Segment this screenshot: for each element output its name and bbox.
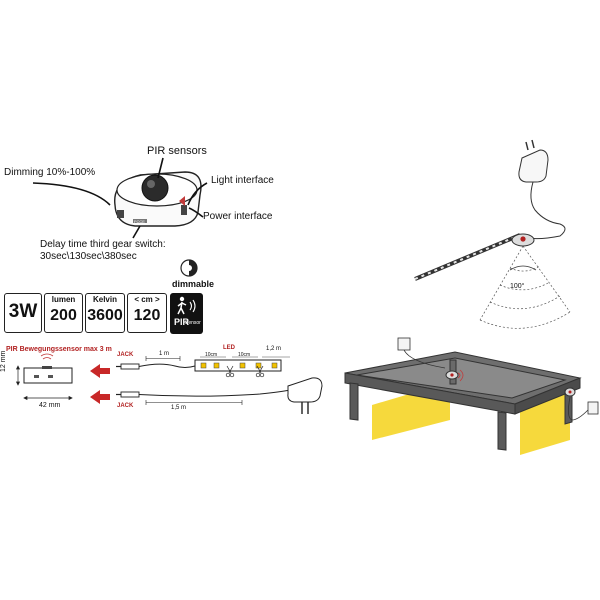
spec-length-label: < cm > (134, 295, 160, 304)
spec-lumen-label: lumen (51, 295, 76, 304)
sensor-body: FCCE (114, 171, 202, 227)
delay-time-label: Delay time third gear switch: (40, 239, 166, 250)
cone-angle-arc (509, 265, 537, 271)
spec-lumen: lumen 200 (44, 293, 83, 333)
spec-watt-value: 3W (8, 301, 38, 322)
light-interface-label: Light interface (211, 175, 274, 186)
spec-length: < cm > 120 (127, 293, 167, 333)
led-cable-assembly (116, 356, 290, 372)
detection-angle-label: 100° (510, 283, 525, 290)
delay-time-values: 30sec\130sec\380sec (40, 251, 137, 262)
dimension-lines (15, 365, 73, 401)
person-motion-icon (177, 296, 196, 315)
power-adapter (518, 139, 549, 183)
wall-outlets (397, 337, 599, 421)
led-label: LED (223, 345, 235, 351)
led-strip (414, 233, 521, 281)
adapter-cable (527, 181, 566, 240)
spec-length-value: 120 (133, 307, 161, 324)
length-1-2m-label: 1,2 m (266, 346, 282, 352)
spec-watt: 3W (4, 293, 42, 333)
power-cable-assembly (116, 377, 323, 414)
length-1-5m-label: 1,5 m (171, 405, 187, 411)
wiring-title: PIR Bewegungssensor max 3 m (6, 346, 112, 353)
spec-kelvin-value: 3600 (87, 307, 123, 324)
length-10cm-b-label: 10cm (238, 352, 251, 358)
dimmable-label: dimmable (172, 279, 215, 289)
pir-sensor-badge: PIR Sensor (170, 293, 203, 334)
power-interface-label: Power interface (203, 211, 273, 222)
jack-bottom-label: JACK (117, 403, 134, 409)
jack-top-label: JACK (117, 352, 134, 358)
spec-kelvin: Kelvin 3600 (85, 293, 125, 333)
leader-lines (32, 157, 208, 239)
pir-badge-line2: Sensor (185, 320, 201, 326)
spec-lumen-value: 200 (50, 307, 77, 324)
dimmable-icon (180, 259, 198, 277)
width-dimension-label: 42 mm (39, 402, 61, 409)
dimming-label: Dimming 10%-100% (4, 167, 96, 178)
spec-kelvin-label: Kelvin (92, 295, 117, 304)
length-10cm-a-label: 10cm (205, 352, 218, 358)
sensor-body-arrows (179, 196, 185, 206)
detection-cone (479, 245, 571, 329)
frame-sensors (445, 369, 576, 397)
length-1m-label: 1 m (159, 351, 170, 357)
sensor-box (23, 353, 73, 384)
pir-sensors-label: PIR sensors (147, 145, 207, 157)
svg-text:FCCE: FCCE (134, 219, 145, 224)
pir-badge-line1: PIR (174, 317, 190, 327)
scissors-icons (225, 365, 265, 378)
red-arrows (90, 364, 110, 404)
